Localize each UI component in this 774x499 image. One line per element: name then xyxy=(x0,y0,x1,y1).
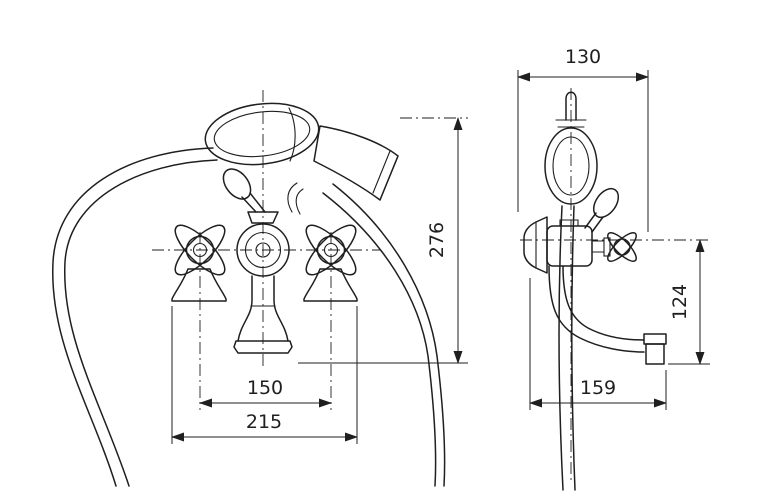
dim-label-overall-height: 276 xyxy=(426,222,448,258)
dimension-overall-width: 215 xyxy=(171,306,358,444)
front-spout xyxy=(233,275,293,354)
side-hose xyxy=(558,205,576,491)
dim-label-spout-drop: 124 xyxy=(669,284,691,320)
handshower-sprayhead xyxy=(313,125,399,201)
side-view xyxy=(523,88,667,491)
dim-label-handle-spacing: 150 xyxy=(247,377,283,399)
dimension-overall-height: 276 xyxy=(298,117,468,364)
dimensions: 130 276 124 150 215 xyxy=(171,46,710,444)
mounting-legs xyxy=(171,268,358,302)
handset-side xyxy=(544,127,598,205)
wall-escutcheon xyxy=(523,216,548,274)
diverter-lever xyxy=(222,168,279,224)
spout-side xyxy=(548,265,667,365)
wall-hook xyxy=(555,91,587,128)
dim-label-overall-width: 215 xyxy=(246,411,282,433)
dimension-spout-drop: 124 xyxy=(520,239,710,365)
shower-hose-right xyxy=(322,183,446,487)
valve-body-side xyxy=(546,219,593,267)
handset-cradle xyxy=(287,182,304,215)
cross-handle-side xyxy=(591,232,637,262)
handshower-handset xyxy=(204,102,320,166)
dimension-side-depth: 159 xyxy=(529,278,667,410)
dim-label-side-depth: 159 xyxy=(580,377,616,399)
dimension-handle-spacing: 150 xyxy=(199,232,332,410)
dim-label-top-width: 130 xyxy=(565,46,601,68)
dimension-top-width: 130 xyxy=(517,46,649,232)
front-view xyxy=(52,90,446,487)
diverter-body xyxy=(236,223,290,277)
shower-hose-left xyxy=(52,147,218,487)
